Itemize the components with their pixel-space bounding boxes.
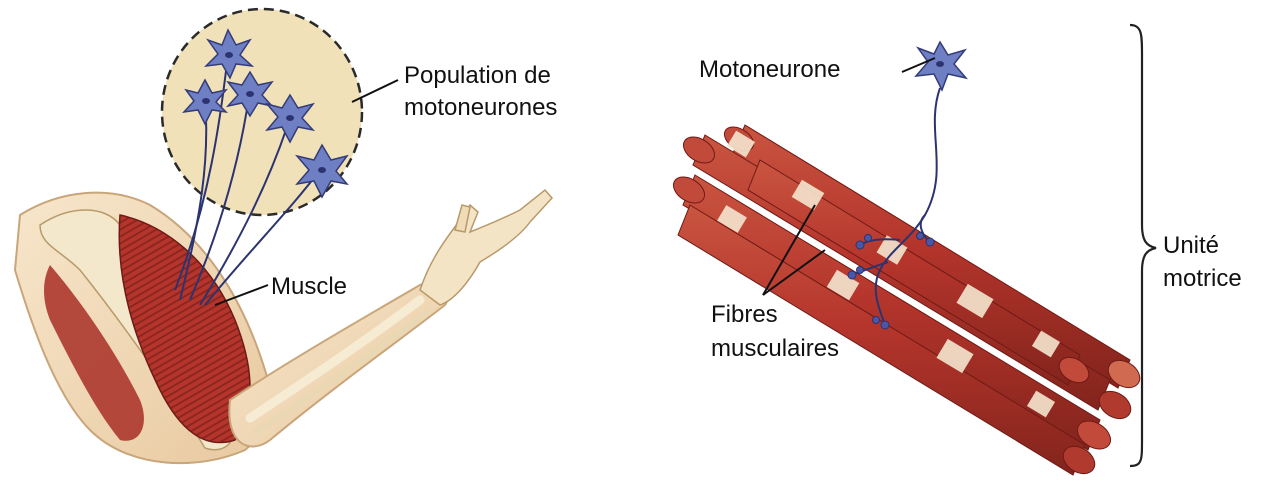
arm-illustration (15, 190, 552, 463)
unit-brace (1130, 25, 1156, 466)
motoneuron-population-area (162, 9, 362, 215)
muscle-label: Muscle (271, 272, 347, 302)
unit-label-line1: Unité (1163, 231, 1219, 261)
radius-bone (250, 300, 420, 418)
fibers-label-line1: Fibres (711, 300, 778, 330)
motoneuron-label: Motoneurone (699, 55, 840, 85)
population-label-line2: motoneurones (404, 93, 557, 123)
unit-label-line2: motrice (1163, 264, 1242, 294)
hand (420, 190, 552, 305)
population-label-line1: Population de (404, 61, 551, 91)
fibers-label-line2: musculaires (711, 334, 839, 364)
